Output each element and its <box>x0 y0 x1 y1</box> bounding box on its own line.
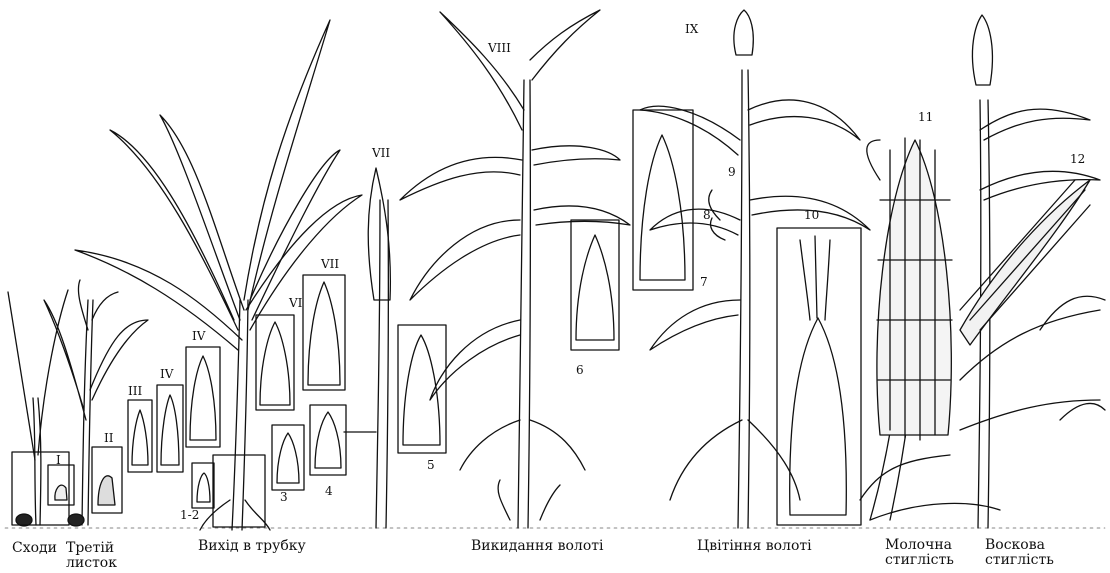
stage-label-third-leaf: Третій листок <box>66 541 128 571</box>
organogenesis-label-vi: VI <box>289 296 302 310</box>
organogenesis-label-ix: IX <box>685 22 698 36</box>
flowering-plant <box>640 10 870 528</box>
ear-number-8: 8 <box>703 208 711 222</box>
organogenesis-label-iv-b: IV <box>192 329 205 343</box>
wax-ripeness-plant <box>960 15 1105 528</box>
ear-number-11: 11 <box>918 110 933 124</box>
stage-label-milk-ripeness: Молочна стиглість <box>885 538 971 568</box>
tasseling-plant <box>400 10 693 528</box>
seedling-plant <box>8 290 74 526</box>
ear-number-10: 10 <box>804 208 819 222</box>
organogenesis-label-iii: III <box>128 384 142 398</box>
organogenesis-label-vii-a: VII <box>321 257 339 271</box>
ear-number-1-2: 1-2 <box>180 508 199 522</box>
ear-number-12: 12 <box>1070 152 1085 166</box>
ear-number-5: 5 <box>427 458 435 472</box>
organogenesis-label-ii: II <box>104 431 113 445</box>
organogenesis-label-iv-a: IV <box>160 367 173 381</box>
stage-label-tassel-flowering: Цвітіння волоті <box>697 539 812 554</box>
ear-number-7: 7 <box>700 275 708 289</box>
stage-label-shoots: Сходи <box>12 541 57 556</box>
organogenesis-label-viii: VIII <box>488 41 511 55</box>
stage-label-stem-elongation: Вихід в трубку <box>198 539 306 554</box>
stage-label-tasseling: Викидання волоті <box>471 539 603 554</box>
ear-number-9: 9 <box>728 165 736 179</box>
ear-number-4: 4 <box>325 484 333 498</box>
tassel-spike-plant <box>344 168 446 528</box>
ear-number-6: 6 <box>576 363 584 377</box>
organogenesis-label-vii-b: VII <box>372 146 390 160</box>
stage-label-wax-ripeness: Воскова стиглість <box>985 538 1071 568</box>
ear-number-3: 3 <box>280 490 288 504</box>
organogenesis-label-i: I <box>56 453 61 467</box>
